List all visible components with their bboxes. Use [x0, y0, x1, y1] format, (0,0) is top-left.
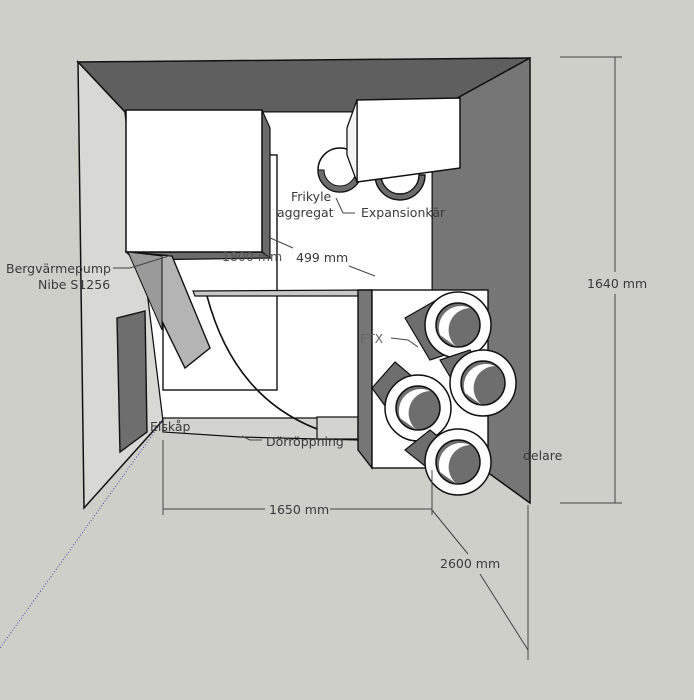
label-expansion: Expansionkär — [361, 205, 446, 220]
dimension-1650-label: 1650 mm — [269, 502, 329, 517]
dimension-2600: 2600 mm — [431, 505, 529, 660]
dimension-499-label: 499 mm — [296, 250, 348, 265]
label-pump-2: Nibe S1256 — [38, 277, 110, 292]
frikyl-box — [125, 109, 263, 253]
label-frikyl-1: Frikyle — [291, 189, 332, 204]
expansion-box — [356, 97, 461, 183]
dimension-1640-label: 1640 mm — [587, 276, 647, 291]
ftx-ducts — [371, 291, 517, 496]
dimension-1640: 1640 mm — [560, 56, 647, 504]
expansion-tank — [374, 174, 426, 201]
duct — [404, 428, 492, 496]
duct — [404, 291, 492, 361]
leader-pump — [113, 254, 173, 269]
dimension-2600-label: 2600 mm — [440, 556, 500, 571]
label-delare: delare — [523, 448, 563, 463]
electrical-cabinet — [116, 310, 148, 454]
frikyl-box-side — [261, 109, 271, 260]
label-door: Dörröppning — [266, 434, 344, 449]
ftx-side — [357, 289, 373, 471]
duct — [439, 349, 517, 417]
leader-expansion — [335, 197, 355, 214]
label-elskap: Elskåp — [150, 419, 191, 434]
axis-guide-line — [0, 419, 164, 649]
shelf — [192, 289, 373, 297]
expansion-box-front — [346, 99, 358, 183]
label-pump-1: Bergvärmepump — [6, 261, 111, 276]
heat-pump-side — [127, 251, 163, 331]
label-frikyl-2: aggregat — [277, 205, 334, 220]
leader-ftx — [390, 337, 419, 348]
dimension-1800-label: 1800 mm — [222, 249, 282, 264]
label-ftx: FTX — [360, 331, 384, 346]
dimension-1650: 1650 mm — [162, 440, 433, 517]
dimension-499: 499 mm — [267, 236, 376, 277]
leader-door — [241, 435, 262, 441]
duct — [371, 361, 452, 442]
